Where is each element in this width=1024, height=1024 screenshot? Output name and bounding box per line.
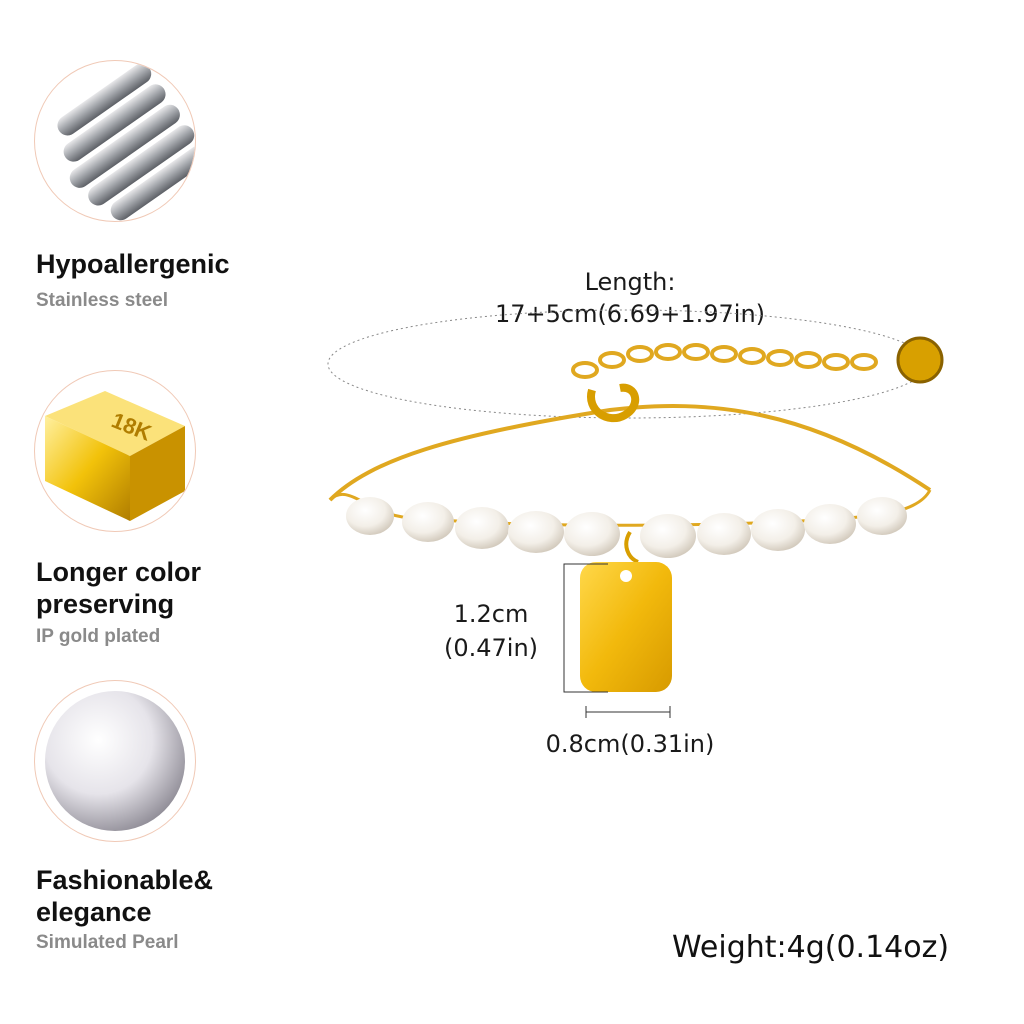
gold-bar-icon: 18K [45,391,185,521]
steel-rods-circle [34,60,196,222]
length-ellipse [327,309,929,419]
feature-subtitle-pearl: Simulated Pearl [36,932,179,953]
tag-pendant [580,562,672,692]
feature-title-hypoallergenic: Hypoallergenic [36,249,230,279]
steel-rods-icon [57,63,195,221]
feature-subtitle-gold: IP gold plated [36,626,161,647]
end-charm [896,336,944,384]
weight-label: Weight:4g(0.14oz) [672,930,950,965]
pearl-circle [34,680,196,842]
bracelet-illustration [327,309,944,718]
width-value: 0.8cm(0.31in) [545,730,715,758]
pearl-icon [45,691,185,831]
pearl-beads [346,497,907,558]
height-in: (0.47in) [443,634,539,662]
extender-chain [571,343,878,379]
lobster-clasp [587,383,640,423]
feature-title-fashion: Fashionable& elegance [36,865,214,927]
feature-title-color: Longer color preserving [36,557,202,619]
height-guide [563,563,608,693]
length-label: Length: [584,268,676,296]
snake-chain [328,404,932,502]
feature-subtitle-steel: Stainless steel [36,290,169,311]
gold-bar-circle: 18K [34,370,196,532]
height-cm: 1.2cm [453,600,529,628]
length-value: 17+5cm(6.69+1.97in) [494,300,766,328]
